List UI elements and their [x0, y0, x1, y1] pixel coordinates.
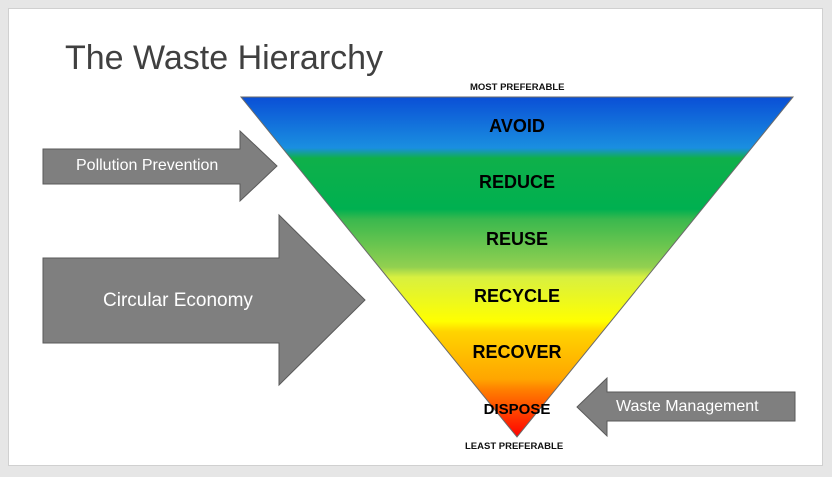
most-preferable-caption: MOST PREFERABLE [470, 82, 565, 93]
pollution-prevention-label: Pollution Prevention [76, 157, 219, 174]
circular-economy-arrow [42, 213, 366, 387]
tier-label-recycle: RECYCLE [474, 286, 560, 306]
tier-label-dispose: DISPOSE [484, 401, 551, 418]
waste-management-arrow [576, 376, 796, 438]
circular-economy-label: Circular Economy [103, 290, 253, 311]
tier-label-recover: RECOVER [472, 342, 561, 362]
tier-label-avoid: AVOID [489, 116, 545, 136]
tier-label-reuse: REUSE [486, 229, 548, 249]
pollution-prevention-arrow [42, 129, 278, 203]
tier-label-reduce: REDUCE [479, 172, 555, 192]
waste-management-label: Waste Management [616, 398, 759, 415]
pyramid-shape [239, 96, 795, 438]
slide-title: The Waste Hierarchy [65, 39, 384, 77]
least-preferable-caption: LEAST PREFERABLE [465, 441, 564, 452]
